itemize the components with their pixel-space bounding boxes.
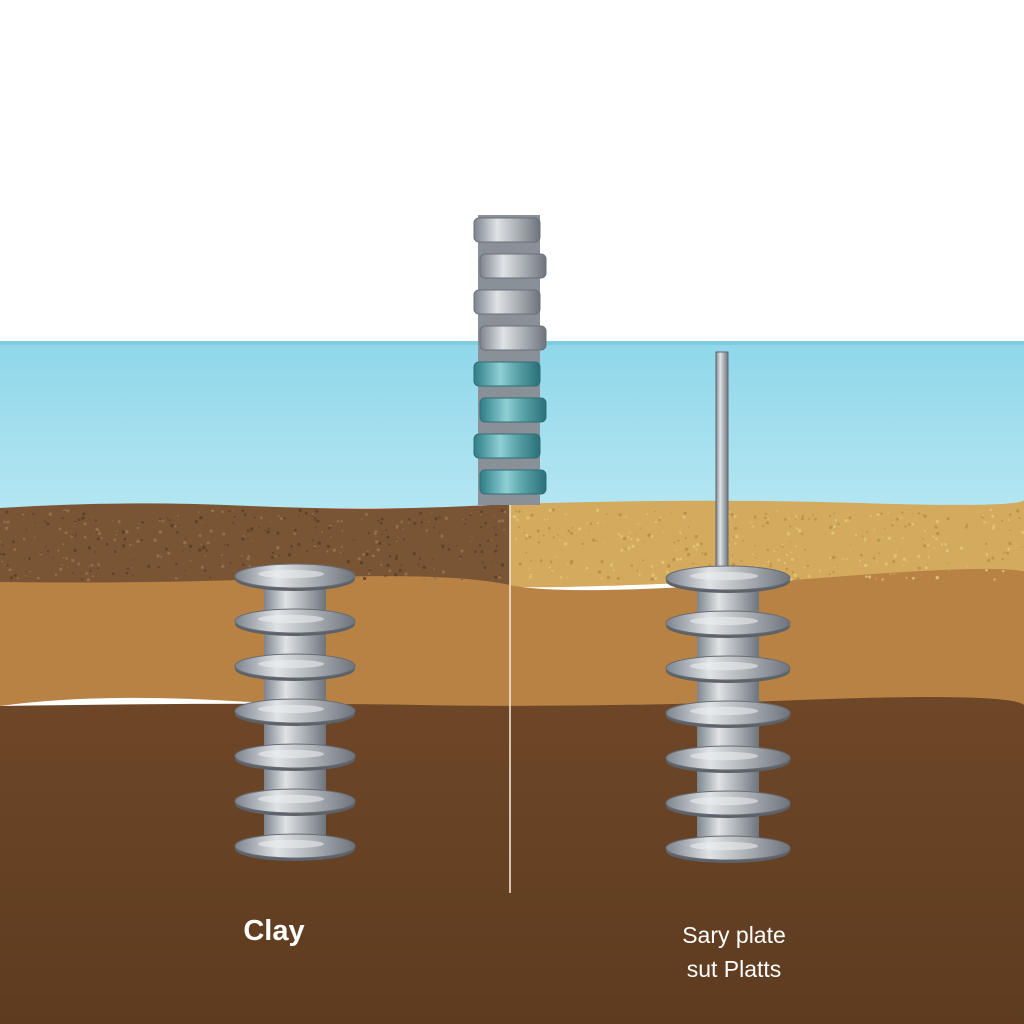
deep-soil-layer — [0, 696, 1024, 1024]
soil-texture — [0, 508, 1024, 582]
plate-label-line-1: Sary plate — [682, 922, 786, 948]
topsoil-left — [0, 503, 510, 587]
topsoil-right — [509, 500, 1024, 588]
center-helical-pile — [473, 215, 547, 505]
clay-label: Clay — [243, 915, 305, 947]
plate-label-line-2: sut Platts — [686, 956, 782, 982]
left-helical-pile — [234, 563, 356, 861]
plate-label: Sary plate sut Platts — [604, 918, 864, 986]
right-helical-pile — [665, 351, 791, 863]
middle-soil-layer — [0, 568, 1024, 709]
